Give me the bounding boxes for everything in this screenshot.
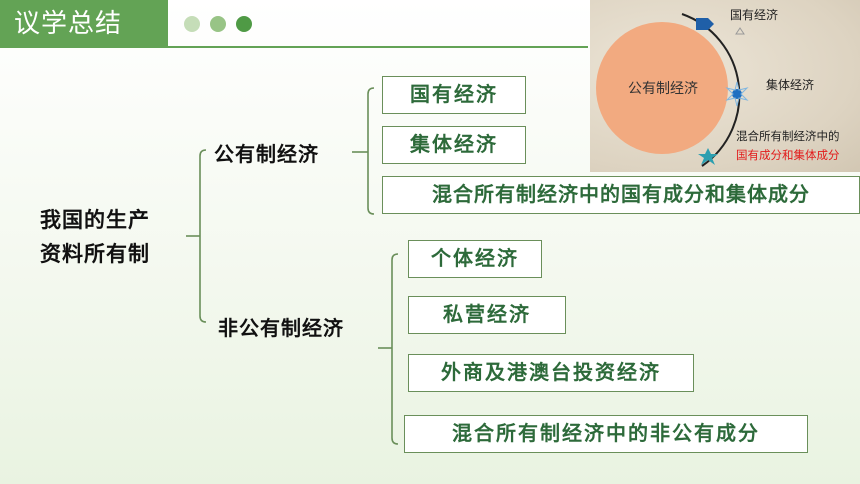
state-owned-marker: [696, 18, 714, 30]
mixed-marker: [698, 148, 718, 165]
mixed-public-box: 混合所有制经济中的国有成分和集体成分: [382, 176, 860, 214]
small-triangle-mark: [735, 27, 745, 35]
decor-dot-light: [184, 16, 200, 32]
collective-marker: [725, 81, 749, 107]
collective-box: 集体经济: [382, 126, 526, 164]
root-label-line1: 我国的生产: [40, 207, 150, 232]
mixed-nonpublic-box: 混合所有制经济中的非公有成分: [404, 415, 808, 453]
state-owned-box: 国有经济: [382, 76, 526, 114]
illus-center-label: 公有制经济: [628, 81, 698, 97]
public-economy-label: 公有制经济: [214, 142, 319, 166]
illus-mixed-label-line2: 国有成分和集体成分: [736, 148, 840, 162]
private-box: 私营经济: [408, 296, 566, 334]
illustration-graphic: [596, 13, 749, 167]
decor-dot-mid: [210, 16, 226, 32]
illus-mixed-label-line1: 混合所有制经济中的: [736, 129, 840, 143]
section-title: 议学总结: [0, 0, 168, 48]
illus-state-owned-label: 国有经济: [730, 8, 779, 22]
public-economy-circle: [596, 22, 728, 154]
public-economy-illustration: 公有制经济 国有经济 集体经济 混合所有制经济中的 国有成分和集体成分: [590, 0, 860, 172]
root-label-line2: 资料所有制: [40, 241, 150, 266]
header-divider: [168, 46, 588, 48]
nonpublic-economy-label: 非公有制经济: [218, 316, 344, 340]
illus-collective-label: 集体经济: [766, 78, 815, 92]
decor-dot-dark: [236, 16, 252, 32]
foreign-investment-box: 外商及港澳台投资经济: [408, 354, 694, 392]
individual-box: 个体经济: [408, 240, 542, 278]
